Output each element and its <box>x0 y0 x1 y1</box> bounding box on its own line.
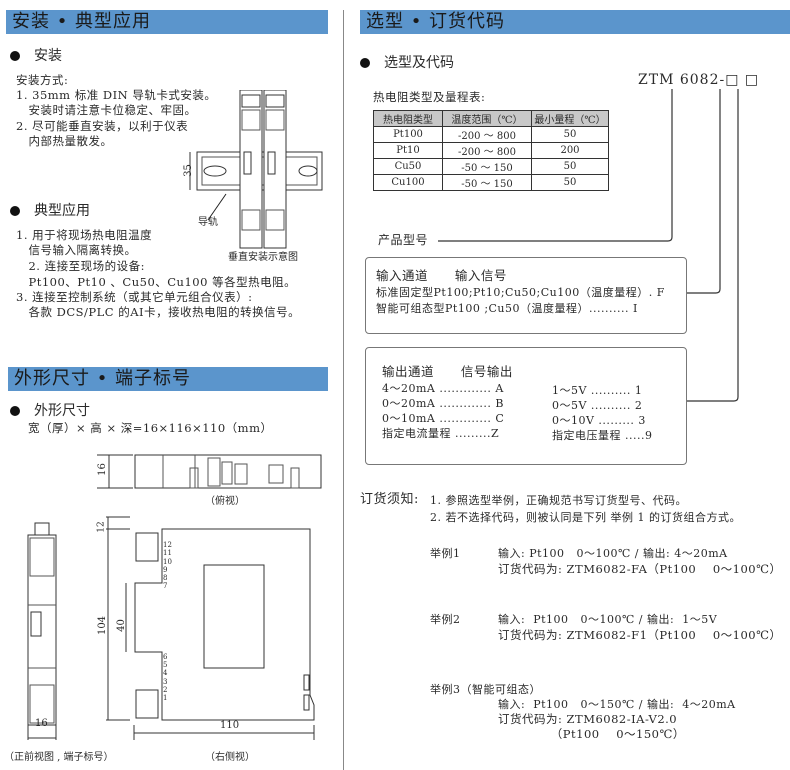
example-3-line: 订货代码为: ZTM6082-IA-V2.0 <box>498 712 678 726</box>
front-view-dim: 16 <box>35 718 48 729</box>
application-line: Pt100、Pt10 、Cu50、Cu100 等各型热电阻。 <box>16 275 297 289</box>
table-cell: -50 ～ 150 <box>442 174 532 191</box>
output-current-option: 指定电流量程 .........Z <box>382 427 500 440</box>
side-view-drawing <box>106 516 315 740</box>
example-1-line: 输入: Pt100 0～100℃ / 输出: 4～20mA <box>498 547 728 560</box>
application-line: 信号输入隔离转换。 <box>16 243 137 257</box>
terminal-number: 11 <box>163 549 172 558</box>
application-line: 3. 连接至控制系统（或其它单元组合仪表）: <box>16 290 253 304</box>
application-heading-text: 典型应用 <box>34 203 90 219</box>
column-divider <box>343 10 344 770</box>
din-rail-diagram <box>189 90 323 249</box>
section-header-dimensions: 外形尺寸 • 端子标号 <box>8 367 328 391</box>
install-line: 1. 35mm 标准 DIN 导轨卡式安装。 <box>16 88 217 102</box>
input-option-f: 标准固定型Pt100;Pt10;Cu50;Cu100（温度量程）. F <box>376 286 665 299</box>
table-cell: 50 <box>531 174 609 191</box>
terminal-number: 2 <box>163 685 168 694</box>
section-header-install: 安装 • 典型应用 <box>6 10 328 34</box>
input-channel-box: 输入通道 输入信号 标准固定型Pt100;Pt10;Cu50;Cu100（温度量… <box>365 257 687 334</box>
dimensions-formula: 宽（厚）× 高 × 深=16×116×110（mm） <box>28 421 273 435</box>
order-note-line: 2. 若不选择代码，则被认同是下列 举例 1 的订货组合方式。 <box>430 511 741 524</box>
selection-heading: 选型及代码 <box>360 55 454 71</box>
top-view-drawing <box>97 454 322 489</box>
application-line: 2. 连接至现场的设备: <box>16 259 145 273</box>
example-3-line: （Pt100 0～150℃） <box>530 727 685 741</box>
terminal-number: 12 <box>163 541 172 549</box>
example-2-label: 举例2 <box>430 613 461 626</box>
terminal-number: 7 <box>163 582 168 591</box>
terminal-number: 5 <box>163 661 168 670</box>
terminal-number: 1 <box>163 694 168 703</box>
input-box-title: 输入通道 输入信号 <box>376 268 507 283</box>
example-1-line: 订货代码为: ZTM6082-FA（Pt100 0～100℃） <box>498 562 782 576</box>
output-voltage-option: 0～5V .......... 2 <box>552 399 643 412</box>
terminal-number: 9 <box>163 565 168 574</box>
selection-heading-text: 选型及代码 <box>384 55 454 71</box>
bullet-icon <box>10 206 20 216</box>
output-channel-box: 输出通道 信号输出 4～20mA ............. A 0～20mA … <box>365 347 687 465</box>
output-current-option: 4～20mA ............. A <box>382 382 504 395</box>
install-heading: 安装 <box>10 48 62 64</box>
section-header-ordering: 选型 • 订货代码 <box>360 10 790 34</box>
application-heading: 典型应用 <box>10 203 90 219</box>
install-line: 2. 尽可能垂直安装，以利于仪表 <box>16 119 189 133</box>
front-view-caption: （正前视图 , 端子标号） <box>4 752 114 763</box>
side-terminal-numbers: 12 11 10 9 8 7 6 5 4 3 2 1 <box>163 541 172 703</box>
install-line: 安装时请注意卡位稳定、牢固。 <box>16 103 197 117</box>
din-rail-label: 导轨 <box>198 217 218 228</box>
dimensions-heading-text: 外形尺寸 <box>34 403 90 419</box>
output-voltage-option: 0～10V ......... 3 <box>552 414 646 427</box>
side-view-caption: （右侧视） <box>205 752 255 763</box>
install-heading-text: 安装 <box>34 48 62 64</box>
input-option-i: 智能可组态型Pt100 ;Cu50（温度量程）.......... I <box>376 302 638 315</box>
order-notes-label: 订货须知: <box>360 492 419 507</box>
table-header: 温度范围（℃） <box>442 110 532 127</box>
application-line: 1. 用于将现场热电阻温度 <box>16 228 153 242</box>
output-current-option: 0～20mA ............. B <box>382 397 504 410</box>
terminal-number: 10 <box>163 557 172 566</box>
order-note-line: 1. 参照选型举例，正确规范书写订货型号、代码。 <box>430 494 687 507</box>
model-code: ZTM 6082-□ □ <box>638 72 760 88</box>
front-view-drawing <box>27 522 57 740</box>
example-3-label: 举例3（智能可组态） <box>430 683 541 696</box>
output-voltage-option: 指定电压量程 .....9 <box>552 429 653 442</box>
product-model-label: 产品型号 <box>378 233 429 247</box>
output-voltage-option: 1～5V .......... 1 <box>552 384 643 397</box>
install-line: 内部热量散发。 <box>16 134 113 148</box>
application-line: 各款 DCS/PLC 的AI卡，接收热电阻的转换信号。 <box>16 305 301 319</box>
output-current-option: 0～10mA ............. C <box>382 412 505 425</box>
din-diagram-caption: 垂直安装示意图 <box>228 252 298 263</box>
side-dim-depth: 110 <box>220 720 240 731</box>
bullet-icon <box>10 406 20 416</box>
range-table-title: 热电阻类型及量程表: <box>373 90 486 104</box>
terminal-number: 6 <box>163 652 168 661</box>
install-method-label: 安装方式: <box>16 73 69 87</box>
terminal-number: 3 <box>163 677 168 686</box>
example-1-label: 举例1 <box>430 547 461 560</box>
top-view-caption: （俯视） <box>205 496 245 507</box>
example-2-line: 输入: Pt100 0～100℃ / 输出: 1～5V <box>498 613 718 626</box>
example-3-line: 输入: Pt100 0～150℃ / 输出: 4～20mA <box>498 698 736 711</box>
example-2-line: 订货代码为: ZTM6082-F1（Pt100 0～100℃） <box>498 628 782 642</box>
output-box-title: 输出通道 信号输出 <box>382 364 513 379</box>
bullet-icon <box>10 51 20 61</box>
dimensions-heading: 外形尺寸 <box>10 403 90 419</box>
bullet-icon <box>360 58 370 68</box>
terminal-number: 8 <box>163 574 168 583</box>
terminal-number: 4 <box>163 669 168 678</box>
